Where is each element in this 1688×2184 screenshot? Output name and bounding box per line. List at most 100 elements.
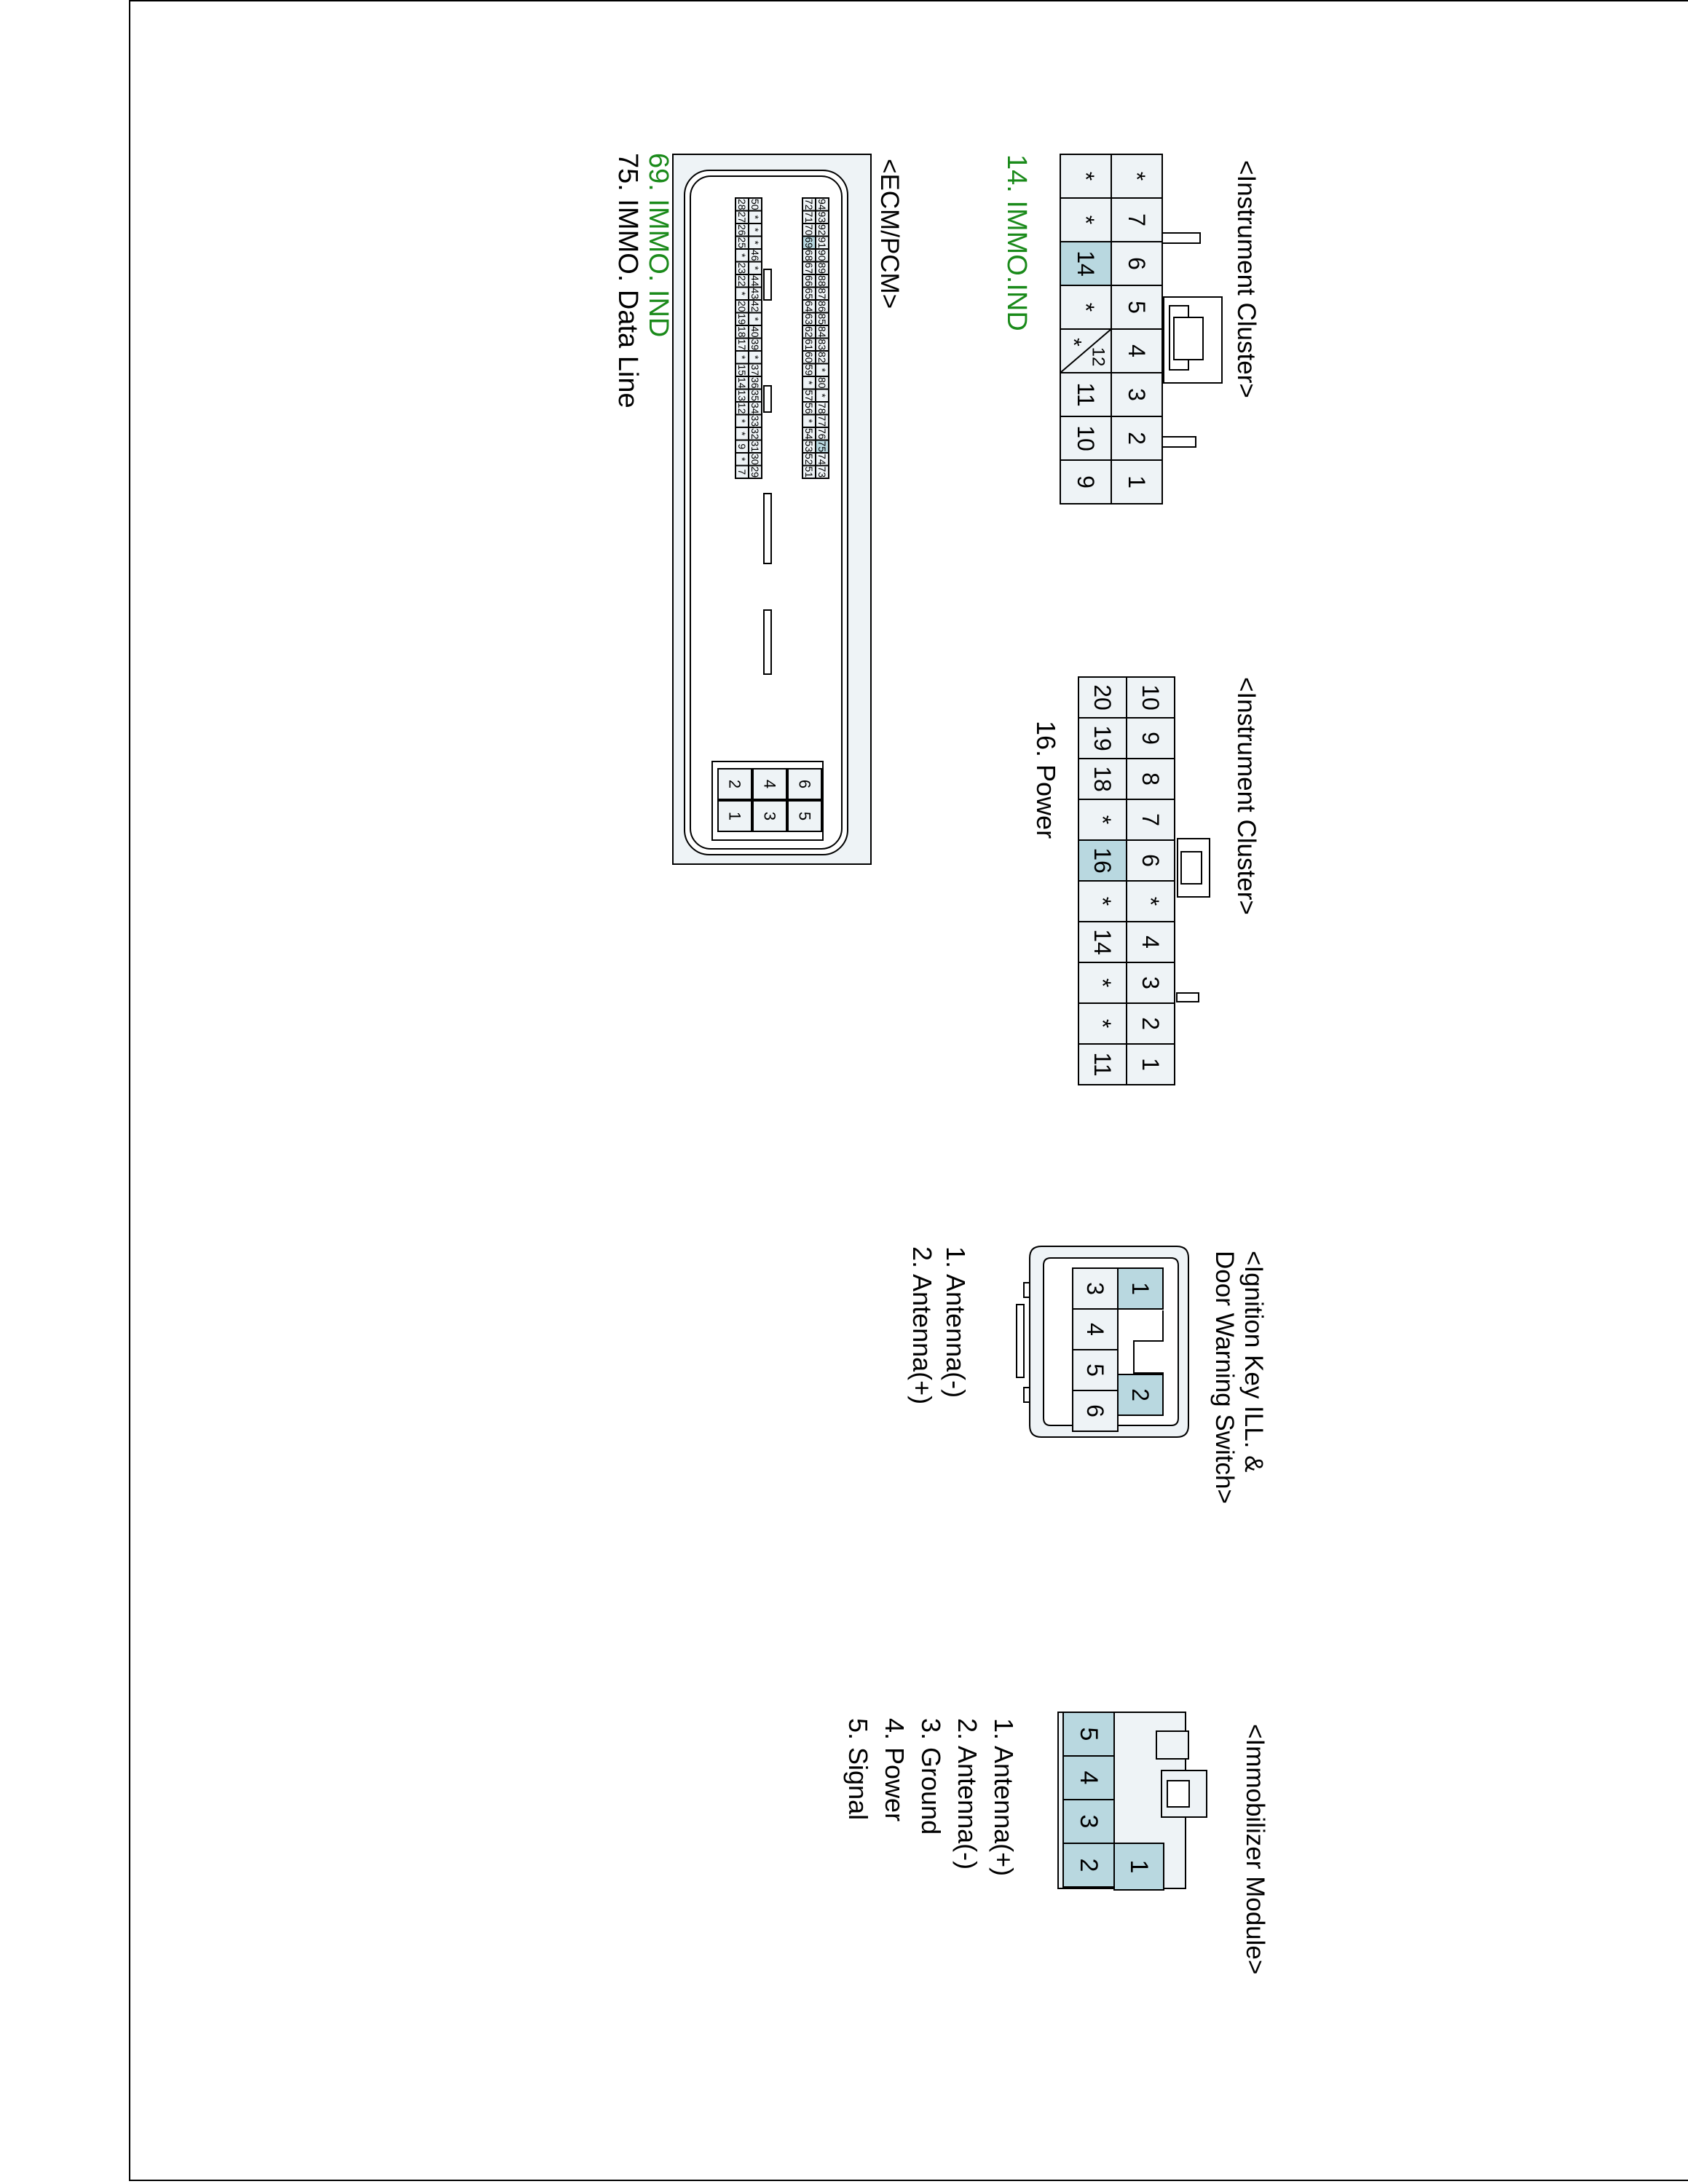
pin-label: 62 (803, 326, 815, 338)
pin-label: 12 (736, 403, 748, 414)
ecm-pin: 60 (802, 350, 816, 365)
pin-label: 18 (1089, 766, 1116, 792)
cluster14-title: <Instrument Cluster> (1232, 160, 1261, 398)
immo-legend-item: 4. Power (880, 1718, 910, 1821)
ecm-pin-small: 6 (787, 768, 822, 800)
ecm-pin: 17 (735, 337, 749, 352)
ecm-pin: 27 (735, 210, 749, 224)
ecm-pin: * (735, 248, 749, 263)
pin-label: 86 (816, 301, 828, 312)
pin-label: 15 (736, 364, 748, 376)
pin-label: 30 (749, 454, 761, 465)
pin-label: 77 (816, 415, 828, 427)
ecm-pin: 57 (802, 388, 816, 403)
ecm-pin: * (735, 350, 749, 365)
pin-label: * (749, 241, 761, 245)
cluster20-title: <Instrument Cluster> (1232, 677, 1261, 915)
pin-label: 29 (749, 466, 761, 478)
c14-pin: 12* (1060, 328, 1112, 373)
ecm-pin: 28 (735, 197, 749, 212)
ecm-pin: 72 (802, 197, 816, 212)
ignition-legend: 1. Antenna(-)2. Antenna(+) (907, 1246, 971, 1404)
pin-label: 14 (736, 377, 748, 389)
pin-label: 8 (1137, 772, 1164, 786)
pin-label: 22 (736, 275, 748, 287)
pin-label: 23 (736, 262, 748, 274)
ecm-pin: * (748, 235, 762, 250)
ecm-pin: * (735, 452, 749, 467)
pin-label: 6 (1124, 257, 1150, 270)
pin-label: 39 (749, 339, 761, 350)
pin-label: 4 (761, 780, 779, 788)
page-border (129, 0, 1688, 2181)
ecm-pin: 67 (802, 261, 816, 275)
ecm-pin-small: 2 (717, 768, 752, 800)
pin-label: * (749, 215, 761, 220)
ecm-pin: 53 (802, 439, 816, 454)
ecm-pcm: <ECM/PCM> 94939291908988878685848382*80*… (612, 153, 904, 865)
pin-label: * (736, 292, 748, 296)
c14-pin: 6 (1111, 241, 1163, 286)
ecm-pin: 35 (748, 388, 762, 403)
pin-label: 40 (749, 326, 761, 338)
ign-pin: 6 (1072, 1390, 1119, 1432)
pin-label: * (736, 419, 748, 424)
pin-label: * (749, 266, 761, 271)
c14-pin: * (1060, 197, 1112, 242)
ecm-pin: 89 (815, 261, 829, 275)
pin-label: * (736, 253, 748, 258)
ignition-key-switch: <Ignition Key ILL. & Door Warning Switch… (907, 1246, 1268, 1504)
pin-label: 83 (816, 339, 828, 350)
ecm-pin: 91 (815, 235, 829, 250)
cluster14-legend: 14. IMMO.IND (1001, 154, 1032, 331)
ecm-pin: 12 (735, 401, 749, 416)
immo-legend-item: 5. Signal (843, 1718, 873, 1820)
ecm-pin: 46 (748, 248, 762, 263)
c20-pin: 11 (1078, 1043, 1127, 1085)
c20-pin: 14 (1078, 921, 1127, 963)
pin-label: 5 (1075, 1728, 1103, 1741)
pin-label: * (816, 394, 828, 398)
pin-label: 6 (1082, 1404, 1108, 1417)
pin-label: 84 (816, 326, 828, 338)
pin-label: 18 (736, 326, 748, 338)
pin-label: * (803, 419, 815, 424)
pin-label: 14 (1089, 929, 1116, 955)
ecm-pin: 66 (802, 274, 816, 288)
ign-pin: 1 (1117, 1267, 1164, 1310)
pin-label: 89 (816, 262, 828, 274)
pin-label: 13 (736, 389, 748, 401)
pin-label: 1 (1124, 475, 1150, 488)
pin-label: 93 (816, 211, 828, 223)
ecm-pin: 33 (748, 414, 762, 428)
c20-pin: 20 (1078, 676, 1127, 719)
pin-label: 33 (749, 415, 761, 427)
pin-label: * (1073, 215, 1099, 224)
c14-legend-item: 14. IMMO.IND (1001, 154, 1032, 331)
pin-label: * (816, 368, 828, 373)
pin-label: * (736, 432, 748, 436)
pin-label: 4 (1082, 1323, 1108, 1336)
c20-pin: 9 (1126, 717, 1175, 759)
ecm-pin: * (748, 210, 762, 224)
pin-label: * (736, 355, 748, 360)
pin-label: 5 (796, 812, 814, 820)
ecm-pin: 90 (815, 248, 829, 263)
pin-label: 43 (749, 288, 761, 299)
pin-label: 6 (1137, 854, 1164, 867)
ecm-pin: 13 (735, 388, 749, 403)
pin-label: 78 (816, 403, 828, 414)
c14-pin: 11 (1060, 372, 1112, 417)
pin-label: * (803, 381, 815, 385)
c14-pin: * (1060, 154, 1112, 199)
pin-label: 87 (816, 288, 828, 299)
instrument-cluster-20pin: <Instrument Cluster> 109876*4321201918*1… (1031, 676, 1261, 1085)
ecm-pin: 44 (748, 274, 762, 288)
ecm-pin-small: 5 (787, 800, 822, 832)
pin-label: 53 (803, 440, 815, 452)
pin-label: 10 (1073, 425, 1099, 451)
c14-pin: 1 (1111, 459, 1163, 505)
